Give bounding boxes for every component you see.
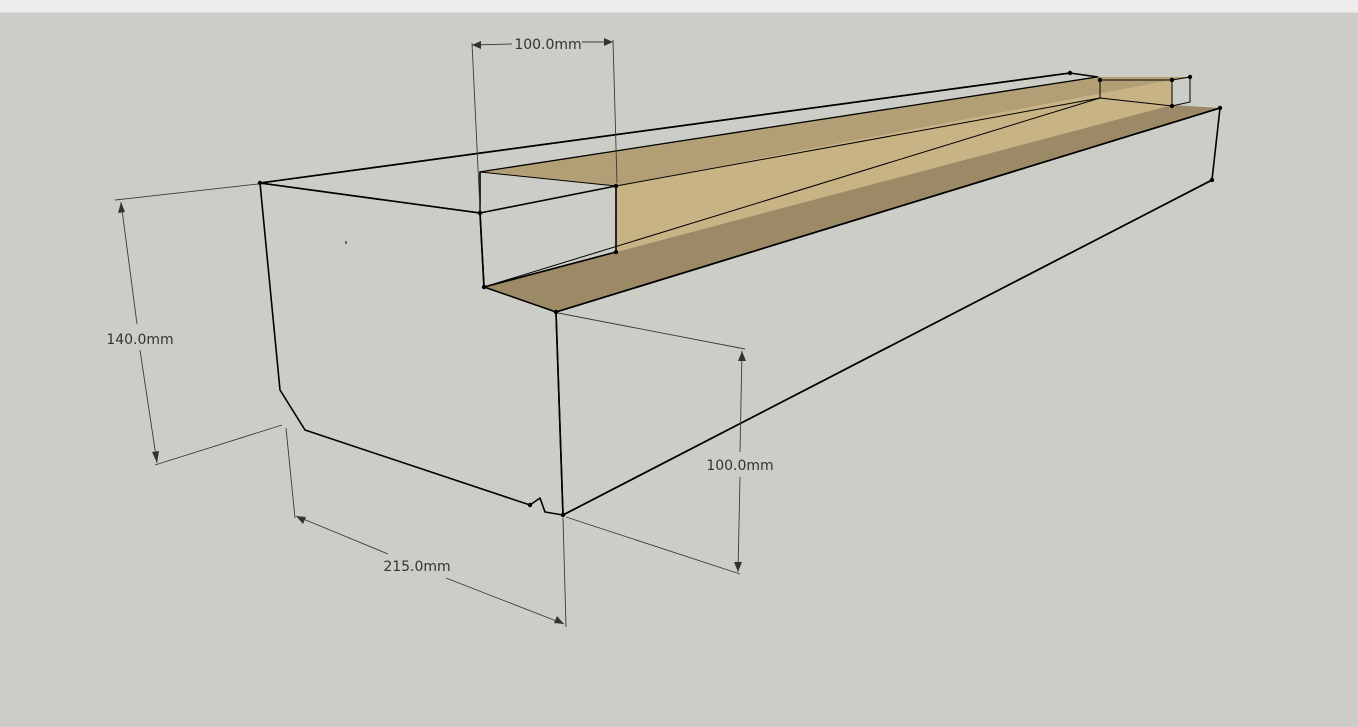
edge-step-back — [479, 76, 1099, 173]
end-face-front[interactable] — [259, 182, 564, 516]
edge-top-back — [259, 72, 1071, 184]
dimension-label: 215.0mm — [383, 559, 450, 575]
top-face-lower[interactable] — [484, 105, 1220, 312]
dimension-label: 100.0mm — [514, 37, 581, 53]
top-face-lower-strip[interactable] — [616, 80, 1172, 252]
edge-lower-back — [483, 97, 1101, 288]
dimension-label: 140.0mm — [106, 332, 173, 348]
dimension-depth[interactable]: 215.0mm — [285, 427, 567, 628]
top-face-step-ledge[interactable] — [480, 77, 1190, 186]
window-top-bar — [0, 0, 1358, 13]
far-end-block-side[interactable] — [1171, 76, 1191, 107]
dimension-total-height[interactable]: 140.0mm — [106, 183, 283, 466]
vertex-markers — [257, 70, 1223, 518]
edge-step-top-end — [479, 171, 617, 187]
3d-viewport[interactable]: 100.0mm 140.0mm 215.0mm — [0, 13, 1358, 714]
edge-lower-front — [555, 107, 1221, 313]
dimension-lower-height[interactable]: 100.0mm — [557, 312, 774, 575]
dimension-step-width[interactable]: 100.0mm — [471, 37, 618, 211]
edge-bottom-front — [562, 179, 1213, 516]
edge-step-front — [615, 97, 1101, 187]
model-canvas[interactable]: 100.0mm 140.0mm 215.0mm — [0, 13, 1358, 727]
dimension-label: 100.0mm — [706, 458, 773, 474]
